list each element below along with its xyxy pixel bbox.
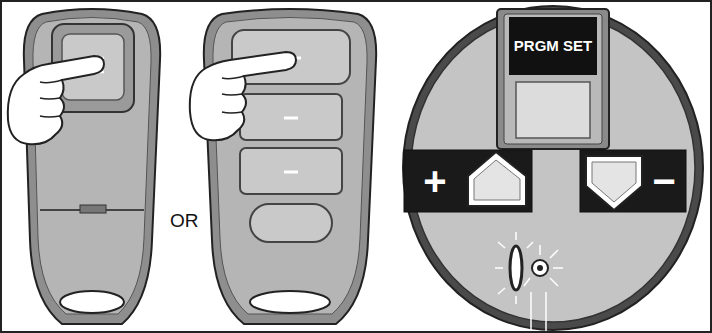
wall-control-panel xyxy=(403,6,703,331)
button-label: − xyxy=(647,161,681,201)
single-button-remote xyxy=(8,9,160,324)
minus-key: − xyxy=(643,152,685,210)
program-set-button: PRGM SET xyxy=(509,17,597,75)
button-label: + xyxy=(410,161,460,201)
three-button-remote xyxy=(190,9,376,324)
connector-word: OR xyxy=(170,210,199,232)
button-label: PRGM SET xyxy=(513,38,593,54)
plus-key: + xyxy=(406,152,464,210)
